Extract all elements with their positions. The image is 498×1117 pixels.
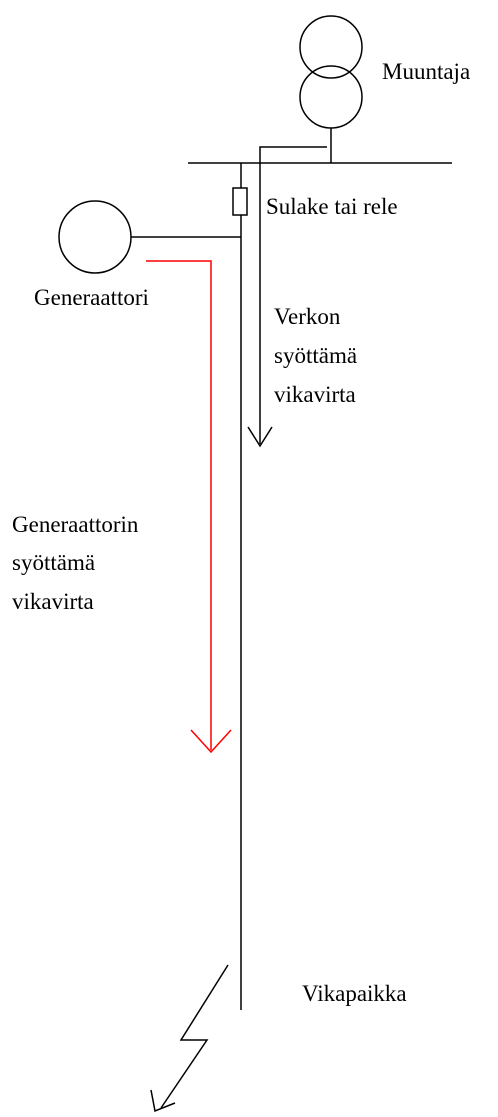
lightning-bolt-icon (150, 964, 229, 1113)
grid-fault-current-label-line-2: syöttämä (274, 343, 357, 368)
generator-fault-current-arrow (146, 260, 232, 754)
generator-fault-current-label-line-3: vikavirta (12, 589, 94, 614)
fuse-label: Sulake tai rele (266, 194, 398, 219)
grid-fault-current-arrow (247, 146, 327, 448)
generator-icon (58, 200, 132, 274)
generator-label: Generaattori (34, 285, 149, 310)
generator-fault-current-label-line-1: Generaattorin (12, 512, 139, 537)
transformer-icon (299, 15, 363, 129)
transformer-label: Muuntaja (382, 59, 470, 84)
grid-fault-current-label-line-3: vikavirta (274, 382, 356, 407)
fault-location-label: Vikapaikka (302, 981, 407, 1006)
fuse-icon (232, 187, 248, 216)
grid-fault-current-label-line-1: Verkon (274, 304, 341, 329)
generator-fault-current-label-line-2: syöttämä (12, 550, 95, 575)
